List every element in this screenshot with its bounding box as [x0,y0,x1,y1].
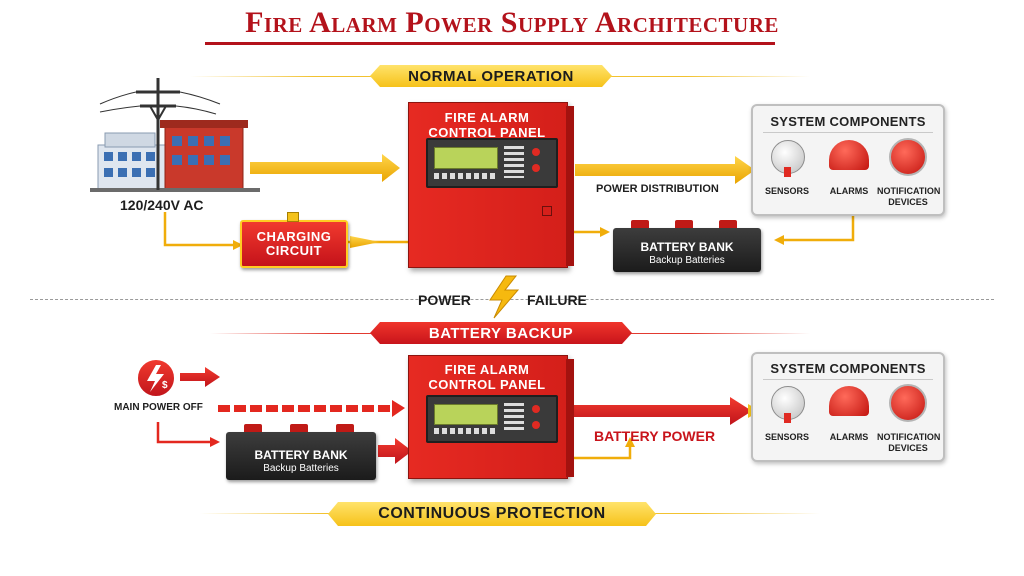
panel-title: FIRE ALARM CONTROL PANEL [428,110,546,140]
battery-terminal [290,424,308,432]
battery-bank-normal: BATTERY BANK Backup Batteries [613,220,761,272]
panel-led-red-2 [532,421,540,429]
battery-power-arrow [570,397,752,425]
battery-terminal [675,220,693,228]
notification-device-icon [889,384,927,422]
component-label-sensors: SENSORS [764,186,809,196]
normal-operation-banner: NORMAL OPERATION [370,65,612,87]
battery-bank-subtitle: Backup Batteries [649,255,725,266]
panel-led-red [532,405,540,413]
component-label-alarms: ALARMS [829,186,869,196]
power-failure-right: FAILURE [527,292,587,308]
charging-circuit-box: CHARGING CIRCUIT [240,220,348,268]
title-underline [205,42,775,45]
ac-input-arrow [250,154,400,182]
component-label-alarms: ALARMS [829,432,869,442]
battery-to-panel-arrow [378,438,412,464]
alarm-icon [829,386,869,416]
power-off-icon: $ [136,358,176,398]
panel-keypad [434,173,496,179]
lightning-icon [489,275,520,319]
battery-terminal [336,424,354,432]
power-distribution-label: POWER DISTRIBUTION [596,183,719,195]
battery-terminal [631,220,649,228]
panel-led-red-2 [532,164,540,172]
panel-buttons [504,146,524,178]
control-panel-backup: FIRE ALARM CONTROL PANEL [408,355,574,479]
battery-terminal [719,220,737,228]
ac-voltage-label: 120/240V AC [120,197,204,213]
sensor-icon [771,386,805,423]
battery-bank-title: BATTERY BANK [254,448,348,462]
panel-buttons [504,403,524,433]
sensor-icon [771,140,805,177]
components-title: SYSTEM COMPONENTS [770,114,926,129]
panel-led-red [532,148,540,156]
panel-display-unit [426,395,558,443]
page-title: Fire Alarm Power Supply Architecture [245,6,779,39]
battery-bank-subtitle: Backup Batteries [263,463,339,474]
continuous-protection-banner: CONTINUOUS PROTECTION [328,502,656,526]
panel-lcd [434,147,498,169]
main-power-dashed-arrow [218,400,405,417]
component-label-notification: NOTIFICATION DEVICES [877,186,941,207]
panel-keyhole [542,206,552,216]
building-icon [90,120,260,192]
svg-text:$: $ [162,380,168,391]
power-failure-left: POWER [418,292,471,308]
main-power-off-label: MAIN POWER OFF [114,402,203,413]
charging-circuit-label: CHARGING CIRCUIT [256,229,332,258]
ac-to-charging-line [163,212,235,247]
divider-line [30,299,994,300]
component-label-sensors: SENSORS [764,432,809,442]
power-off-to-battery-line [156,422,212,444]
power-pole-icon [99,78,221,190]
charging-circuit-connector [287,212,299,222]
components-title: SYSTEM COMPONENTS [770,361,926,376]
battery-bank-backup: BATTERY BANK Backup Batteries [226,424,376,480]
power-distribution-arrow [575,156,755,184]
notification-device-icon [889,138,927,176]
panel-display-unit [426,138,558,188]
component-label-notification: NOTIFICATION DEVICES [877,432,941,453]
control-panel-normal: FIRE ALARM CONTROL PANEL [408,102,574,268]
system-components-backup: SYSTEM COMPONENTS SENSORS ALARMS NOTIFIC… [751,352,945,462]
system-components-normal: SYSTEM COMPONENTS SENSORS ALARMS NOTIFIC… [751,104,945,216]
power-off-arrow [180,367,220,387]
panel-keypad [434,428,496,434]
battery-power-label: BATTERY POWER [594,428,716,444]
battery-backup-banner: BATTERY BACKUP [370,322,632,344]
panel-title: FIRE ALARM CONTROL PANEL [428,362,546,392]
panel-lcd [434,404,498,425]
alarm-icon [829,140,869,170]
components-to-battery-line [780,214,855,242]
battery-bank-title: BATTERY BANK [640,240,734,254]
battery-terminal [244,424,262,432]
